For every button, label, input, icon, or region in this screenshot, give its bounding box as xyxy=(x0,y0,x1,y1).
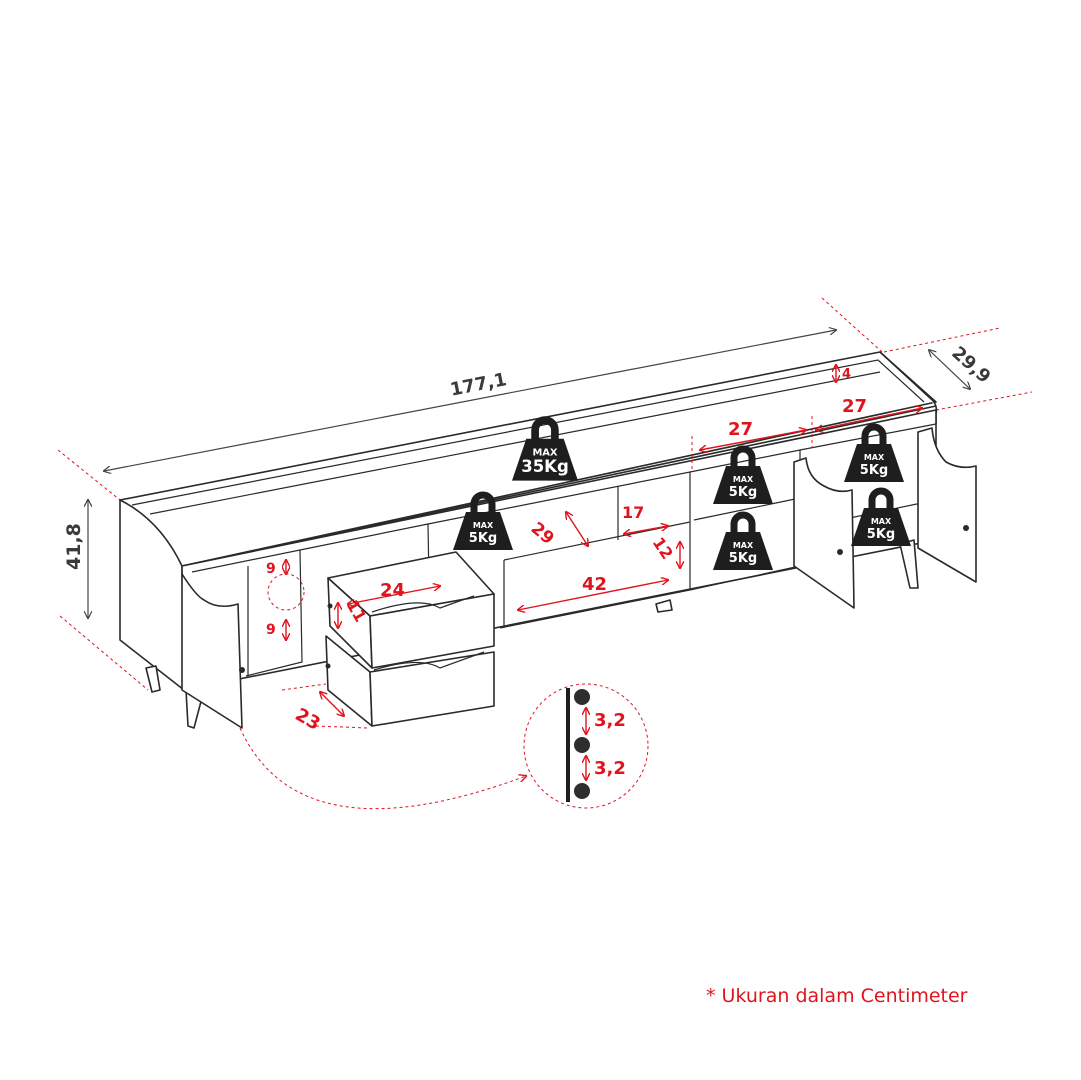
svg-text:5Kg: 5Kg xyxy=(860,463,888,478)
label-drawer-depth: 23 xyxy=(292,704,324,735)
center-right-door xyxy=(793,457,855,609)
weight-icon-top: MAX 35Kg xyxy=(512,420,578,481)
right-door xyxy=(917,427,977,583)
label-side-upper: 9 xyxy=(266,561,276,577)
label-height: 41,8 xyxy=(63,523,85,570)
svg-text:MAX: MAX xyxy=(473,521,494,530)
overall-dimension-lines xyxy=(57,297,1033,691)
label-small-compartment-width: 17 xyxy=(622,503,644,522)
weight-icon-center-upper: MAX 5Kg xyxy=(713,449,773,504)
svg-text:MAX: MAX xyxy=(733,541,754,550)
unit-footnote: * Ukuran dalam Centimeter xyxy=(706,985,968,1007)
svg-text:5Kg: 5Kg xyxy=(867,527,895,542)
svg-text:MAX: MAX xyxy=(864,453,885,462)
weight-icon-left-shelf: MAX 5Kg xyxy=(453,495,513,550)
inner-dimension-lines xyxy=(281,365,922,729)
label-drawer-width: 24 xyxy=(380,580,405,601)
label-pin-spacing-upper: 3,2 xyxy=(594,710,626,731)
weight-icon-right-upper: MAX 5Kg xyxy=(844,427,904,482)
svg-text:5Kg: 5Kg xyxy=(729,485,757,500)
left-door xyxy=(181,573,245,729)
shelf-pin-callout xyxy=(239,573,649,810)
svg-text:MAX: MAX xyxy=(733,475,754,484)
svg-text:MAX: MAX xyxy=(532,447,557,458)
lower-drawer xyxy=(325,635,495,727)
weight-icon-right-lower: MAX 5Kg xyxy=(851,491,911,546)
label-center-right-width: 27 xyxy=(728,419,753,440)
svg-text:5Kg: 5Kg xyxy=(729,551,757,566)
svg-text:35Kg: 35Kg xyxy=(521,457,569,476)
label-pin-spacing-lower: 3,2 xyxy=(594,758,626,779)
label-depth: 29,9 xyxy=(947,342,994,387)
svg-text:MAX: MAX xyxy=(871,517,892,526)
label-top-rail: 4 xyxy=(842,367,851,382)
label-width: 177,1 xyxy=(448,369,508,400)
svg-text:5Kg: 5Kg xyxy=(469,531,497,546)
label-open-shelf-width: 42 xyxy=(582,574,607,595)
weight-icon-center-lower: MAX 5Kg xyxy=(713,515,773,570)
label-side-lower: 9 xyxy=(266,622,276,638)
label-right-compartment-width: 27 xyxy=(842,396,867,417)
